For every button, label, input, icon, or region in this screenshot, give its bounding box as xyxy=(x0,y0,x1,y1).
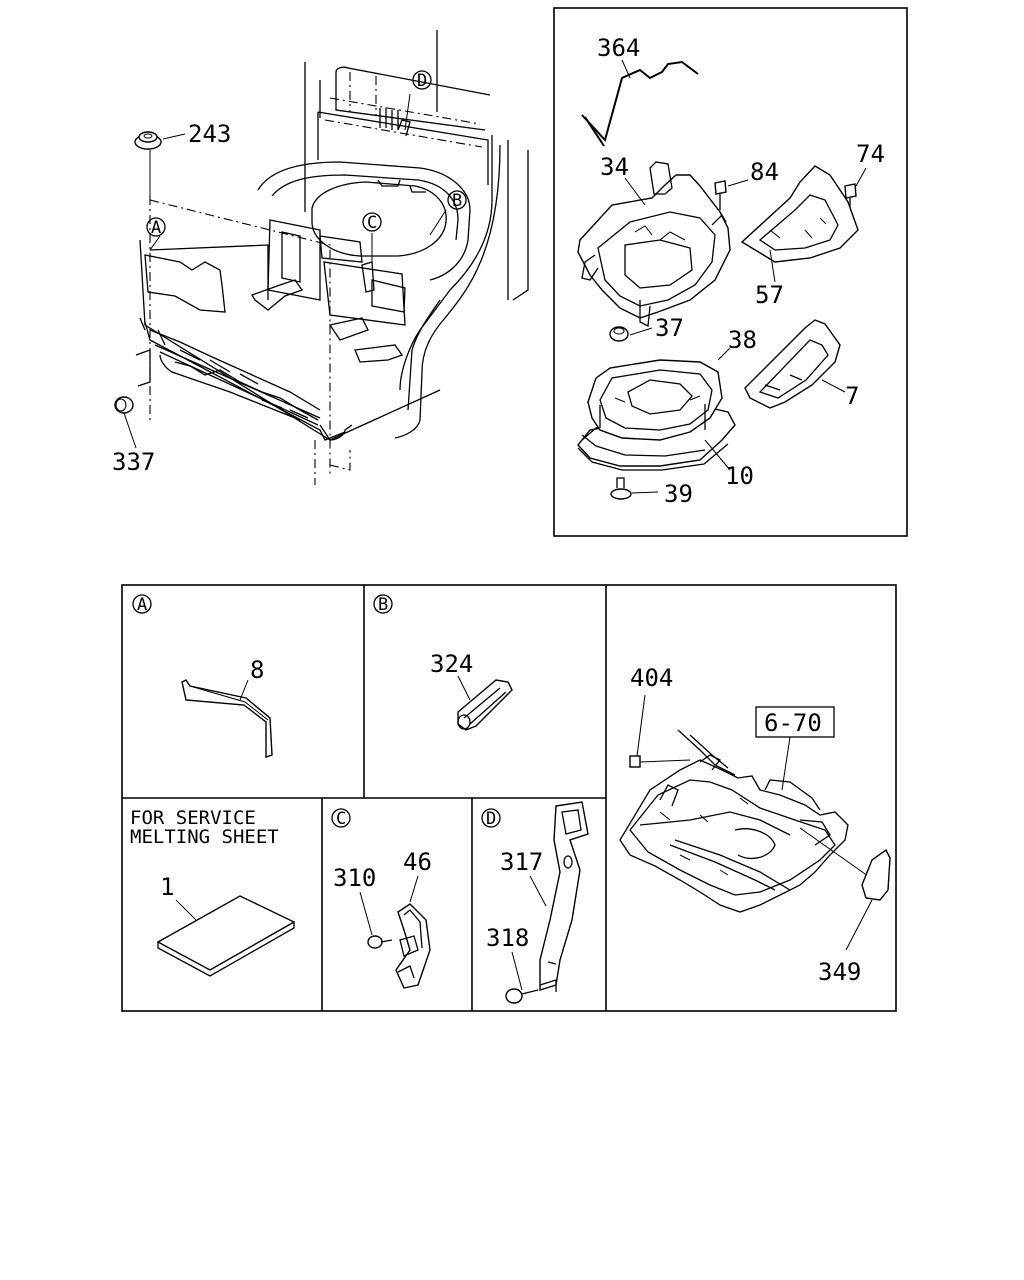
detail-panel-c: C 310 46 xyxy=(331,808,432,989)
service-note-line1: FOR SERVICE xyxy=(130,807,256,829)
detail-panel-service: FOR SERVICE MELTING SHEET 1 xyxy=(130,807,296,977)
detail-panel-floor: 404 6-70 349 xyxy=(619,664,891,986)
detail-marker-d-panel: D xyxy=(481,808,501,829)
callout-318: 318 xyxy=(486,924,529,952)
clip-39 xyxy=(610,477,659,500)
detail-marker-d: D xyxy=(412,70,432,91)
svg-text:A: A xyxy=(151,218,161,238)
cab-floor-overview: 243 337 A B C D xyxy=(112,30,529,485)
svg-text:A: A xyxy=(137,595,147,615)
clip-324 xyxy=(457,679,513,731)
svg-text:B: B xyxy=(452,191,462,211)
melting-sheet-1 xyxy=(156,895,296,977)
insulator-8 xyxy=(181,679,273,758)
detail-panel-d: D 317 318 xyxy=(481,801,589,1004)
callout-37: 37 xyxy=(655,314,684,342)
callout-84: 84 xyxy=(750,158,779,186)
svg-text:6-70: 6-70 xyxy=(764,709,822,737)
bolt-74 xyxy=(844,167,867,214)
callout-39: 39 xyxy=(664,480,693,508)
rod-364 xyxy=(581,60,699,143)
callout-364: 364 xyxy=(597,34,640,62)
bracket-34 xyxy=(577,161,731,328)
callout-404: 404 xyxy=(630,664,673,692)
svg-text:B: B xyxy=(378,595,388,615)
exploded-view-panel: 364 34 84 74 xyxy=(553,7,908,537)
detail-marker-a: A xyxy=(146,217,166,238)
cover-57 xyxy=(740,165,859,283)
callout-243: 243 xyxy=(188,120,231,148)
callout-8: 8 xyxy=(250,656,264,684)
strap-317 xyxy=(539,801,589,992)
pad-349 xyxy=(861,848,891,901)
callout-7: 7 xyxy=(845,382,859,410)
plug-337 xyxy=(114,396,137,449)
detail-marker-a-panel: A xyxy=(132,594,152,615)
svg-text:D: D xyxy=(417,71,427,91)
detail-marker-c-panel: C xyxy=(331,808,351,829)
detail-panel-b: B 324 xyxy=(373,594,513,731)
callout-10: 10 xyxy=(725,462,754,490)
callout-317: 317 xyxy=(500,848,543,876)
bracket-46 xyxy=(395,903,431,989)
callout-337: 337 xyxy=(112,448,155,476)
ref-box-6-70: 6-70 xyxy=(755,706,835,791)
service-note-line2: MELTING SHEET xyxy=(130,826,279,848)
callout-38: 38 xyxy=(728,326,757,354)
callout-74: 74 xyxy=(856,140,885,168)
svg-text:D: D xyxy=(486,809,496,829)
detail-marker-c: C xyxy=(362,212,382,233)
callout-310: 310 xyxy=(333,864,376,892)
callout-34: 34 xyxy=(600,153,629,181)
bracket-7 xyxy=(744,319,846,409)
floor-panel-assembly xyxy=(619,729,869,913)
detail-marker-b-panel: B xyxy=(373,594,393,615)
callout-46: 46 xyxy=(403,848,432,876)
detail-marker-b: B xyxy=(447,190,467,211)
bolt-84 xyxy=(714,179,749,210)
callout-57: 57 xyxy=(755,281,784,309)
insulator-38-tray-10 xyxy=(577,359,736,471)
nut-37 xyxy=(609,326,653,342)
svg-text:C: C xyxy=(336,809,346,829)
svg-text:C: C xyxy=(367,213,377,233)
detail-grid xyxy=(121,584,897,1012)
callout-324: 324 xyxy=(430,650,473,678)
label-404 xyxy=(629,755,641,768)
callout-1: 1 xyxy=(160,873,174,901)
screw-318 xyxy=(505,988,539,1004)
screw-310 xyxy=(367,935,393,949)
grommet-243 xyxy=(134,131,186,150)
callout-349: 349 xyxy=(818,958,861,986)
detail-panel-a: A 8 xyxy=(132,594,273,758)
